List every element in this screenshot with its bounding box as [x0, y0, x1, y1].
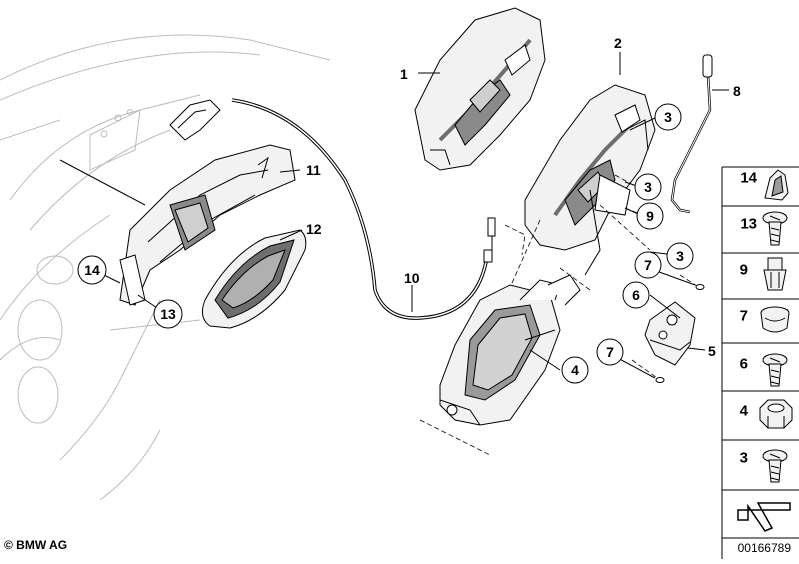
callout-3a: 3: [654, 103, 682, 131]
bowden-cable: [231, 98, 496, 320]
direction-arrow-icon: [737, 502, 791, 532]
screw-part-3: [762, 449, 788, 483]
svg-text:3: 3: [644, 179, 652, 195]
svg-text:3: 3: [676, 248, 684, 264]
callout-9: 9: [636, 202, 664, 230]
svg-text:9: 9: [646, 208, 654, 224]
svg-text:5: 5: [708, 343, 716, 359]
copyright-label: © BMW AG: [4, 538, 68, 552]
clip-part: [764, 169, 789, 201]
svg-text:2: 2: [614, 35, 622, 51]
document-id: 00166789: [737, 541, 791, 555]
callout-11: 11: [306, 162, 321, 178]
callout-4: 4: [561, 356, 589, 384]
door-lock-lower: [524, 84, 656, 276]
callout-13: 13: [153, 299, 183, 329]
sidebar-label-6: 4: [740, 403, 749, 420]
screw-part: [762, 211, 788, 246]
cable-bracket: [644, 301, 696, 366]
lock-actuator: [439, 274, 581, 426]
sidebar-label-7: 3: [740, 450, 748, 467]
sidebar-label-4: 7: [740, 308, 748, 325]
callout-3b: 3: [634, 173, 662, 201]
screw-part-2: [762, 353, 788, 387]
door-panel-outline: [0, 34, 331, 501]
svg-text:14: 14: [84, 262, 100, 278]
sidebar-label-1: 14: [740, 170, 757, 187]
expansion-rivet-part: [763, 257, 787, 291]
svg-text:8: 8: [733, 83, 741, 99]
callout-2: 2: [614, 35, 622, 51]
callout-7a: 7: [634, 251, 662, 279]
leader-line: [59, 159, 146, 206]
callout-12: 12: [306, 221, 322, 237]
svg-text:10: 10: [404, 270, 420, 286]
sidebar-label-3: 9: [740, 262, 748, 279]
svg-text:7: 7: [644, 257, 652, 273]
callout-3c: 3: [666, 242, 694, 270]
svg-text:11: 11: [306, 162, 321, 178]
callout-1: 1: [400, 66, 408, 82]
callout-8: 8: [733, 83, 741, 99]
control-rod: [670, 54, 713, 214]
svg-text:7: 7: [606, 344, 614, 360]
grommet: [655, 284, 705, 383]
handle-cover: [201, 229, 307, 329]
svg-text:12: 12: [306, 221, 322, 237]
grommet-part: [760, 306, 790, 333]
callout-7b: 7: [596, 338, 624, 366]
svg-text:13: 13: [160, 306, 176, 322]
callout-10: 10: [404, 270, 420, 286]
sidebar-label-2: 13: [740, 216, 757, 233]
sidebar-label-5: 6: [740, 356, 748, 373]
svg-text:6: 6: [632, 287, 640, 303]
svg-text:1: 1: [400, 66, 408, 82]
label-leaders: [103, 52, 729, 379]
door-lock-upper: [414, 7, 546, 171]
callout-6: 6: [622, 281, 650, 309]
svg-text:4: 4: [571, 362, 579, 378]
svg-text:3: 3: [664, 109, 672, 125]
callout-14: 14: [77, 255, 107, 285]
outer-handle-carrier: [119, 99, 296, 306]
parts-sidebar: 14 13 9 7 6 4 3: [721, 166, 799, 559]
nut-part: [759, 399, 793, 429]
callout-5: 5: [708, 343, 716, 359]
assembly-lines: [419, 174, 701, 456]
